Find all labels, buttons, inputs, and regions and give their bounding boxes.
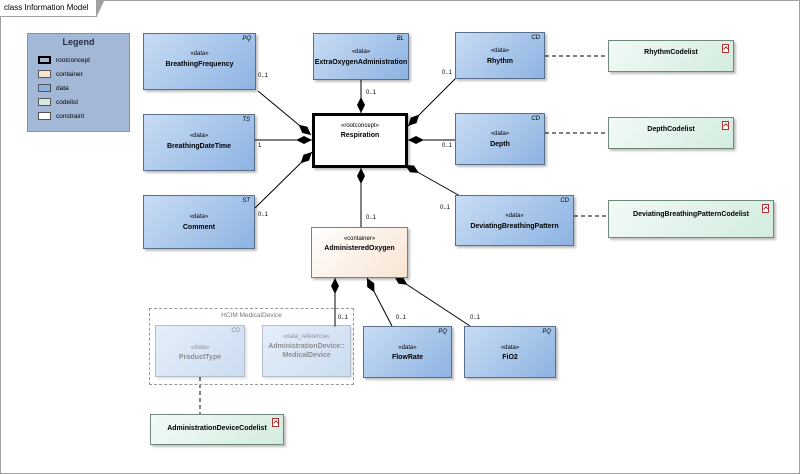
codelist-deviating-breathing-pattern[interactable]: DeviatingBreathingPatternCodelist <box>608 200 774 238</box>
stereotype: «data» <box>190 51 209 57</box>
multiplicity-administered-oxygen: 0..1 <box>366 215 377 221</box>
legend-label: container <box>56 71 83 78</box>
stereotype: «data» <box>490 48 510 54</box>
multiplicity-rhythm: 0..1 <box>442 70 453 76</box>
legend: Legend rootconcept container data codeli… <box>27 33 130 132</box>
type-label: CD <box>560 198 569 204</box>
class-name: DepthCodelist <box>647 126 695 133</box>
package-hcim-medicaldevice: HCIM MedicalDevice <box>149 308 354 385</box>
type-label: PQ <box>542 329 551 335</box>
legend-title: Legend <box>62 37 95 47</box>
legend-label: rootconcept <box>56 57 90 64</box>
codelist-icon <box>722 44 729 53</box>
multiplicity-breathing-datetime: 1 <box>258 143 262 149</box>
link-respiration-rhythm <box>407 77 457 127</box>
stereotype: «data» <box>398 345 417 351</box>
multiplicity-comment: 0..1 <box>258 212 269 218</box>
class-name: Rhythm <box>486 58 514 65</box>
multiplicity-fio2: 0..1 <box>470 315 481 321</box>
codelist-icon <box>762 204 769 213</box>
class-name: MedicalDevice <box>282 352 331 359</box>
class-name: DeviatingBreathingPatternCodelist <box>633 211 749 218</box>
stereotype: «data» <box>351 49 371 55</box>
stereotype: «data» <box>190 345 210 351</box>
type-label: ST <box>242 198 250 204</box>
codelist-icon <box>722 121 729 130</box>
class-name: BreathingDateTime <box>166 143 232 150</box>
class-name: ExtraOxygenAdministration <box>314 59 408 66</box>
legend-label: codelist <box>56 99 79 106</box>
stereotype: «rootconcept» <box>340 123 380 129</box>
type-label: TS <box>242 117 250 123</box>
multiplicity-administration-device: 0..1 <box>338 315 349 321</box>
link-respiration-breathingfrequency <box>257 90 312 136</box>
class-name: RhythmCodelist <box>644 49 698 56</box>
class-depth[interactable]: CD «data» Depth <box>455 113 545 165</box>
class-deviating-breathing-pattern[interactable]: CD «data» DeviatingBreathingPattern <box>455 195 574 246</box>
frame-title: class Information Model <box>0 0 107 17</box>
legend-swatch <box>38 98 51 106</box>
class-breathing-datetime[interactable]: TS «data» BreathingDateTime <box>143 114 255 171</box>
multiplicity-extra-oxygen: 0..1 <box>366 90 377 96</box>
class-breathing-frequency[interactable]: PQ «data» BreathingFrequency <box>143 33 256 90</box>
class-extra-oxygen-administration[interactable]: BL «data» ExtraOxygenAdministration <box>313 33 409 80</box>
class-name: AdministeredOxygen <box>324 245 395 252</box>
class-name: BreathingFrequency <box>165 61 234 68</box>
legend-swatch <box>38 70 51 78</box>
multiplicity-breathing-frequency: 0..1 <box>258 73 269 79</box>
link-administeredoxygen-fio2 <box>393 275 471 327</box>
type-label: CD <box>231 328 240 334</box>
multiplicity-flow-rate: 0..1 <box>396 315 407 321</box>
class-name: Respiration <box>340 132 380 139</box>
class-name: AdministrationDeviceCodelist <box>167 425 267 432</box>
legend-swatch <box>38 112 51 120</box>
class-name: FlowRate <box>391 354 424 361</box>
link-administeredoxygen-flowrate <box>366 277 393 327</box>
codelist-icon <box>272 418 279 427</box>
legend-label: constraint <box>56 113 85 120</box>
class-flow-rate[interactable]: PQ «data» FlowRate <box>363 326 452 378</box>
class-product-type[interactable]: CD «data» ProductType <box>155 325 245 377</box>
class-fio2[interactable]: PQ «data» FiO2 <box>464 326 556 378</box>
class-name: FiO2 <box>502 354 518 361</box>
stereotype: «data» <box>505 213 524 219</box>
link-respiration-deviatingpattern <box>404 164 461 197</box>
class-name: Comment <box>182 224 216 231</box>
multiplicity-depth: 0..1 <box>442 143 453 149</box>
class-administered-oxygen[interactable]: «container» AdministeredOxygen <box>311 227 408 278</box>
class-name: Depth <box>490 141 510 148</box>
legend-swatch <box>38 84 51 92</box>
class-rhythm[interactable]: CD «data» Rhythm <box>455 32 545 79</box>
type-label: PQ <box>242 36 251 42</box>
class-name: AdministrationDevice:: <box>268 343 345 350</box>
stereotype: «data» <box>500 345 520 351</box>
stereotype: «data» <box>490 131 510 137</box>
legend-label: data <box>56 85 69 92</box>
codelist-rhythm[interactable]: RhythmCodelist <box>608 40 734 72</box>
stereotype: «data» <box>189 133 209 139</box>
codelist-administration-device[interactable]: AdministrationDeviceCodelist <box>150 414 284 445</box>
link-respiration-comment <box>254 151 313 209</box>
type-label: CD <box>531 35 540 41</box>
class-name: ProductType <box>178 354 222 361</box>
class-name: DeviatingBreathingPattern <box>470 223 559 230</box>
codelist-depth[interactable]: DepthCodelist <box>608 117 734 149</box>
multiplicity-deviating-pattern: 0..1 <box>440 205 451 211</box>
package-title: HCIM MedicalDevice <box>221 312 282 319</box>
type-label: BL <box>396 36 404 42</box>
type-label: PQ <box>438 329 447 335</box>
stereotype: «container» <box>343 236 376 242</box>
legend-swatch <box>38 56 51 64</box>
class-comment[interactable]: ST «data» Comment <box>143 195 255 249</box>
type-label: CD <box>531 116 540 122</box>
stereotype: «data_reference» <box>282 334 331 340</box>
stereotype: «data» <box>189 214 209 220</box>
class-administration-device[interactable]: «data_reference» AdministrationDevice:: … <box>262 325 351 377</box>
class-respiration[interactable]: «rootconcept» Respiration <box>312 113 408 168</box>
